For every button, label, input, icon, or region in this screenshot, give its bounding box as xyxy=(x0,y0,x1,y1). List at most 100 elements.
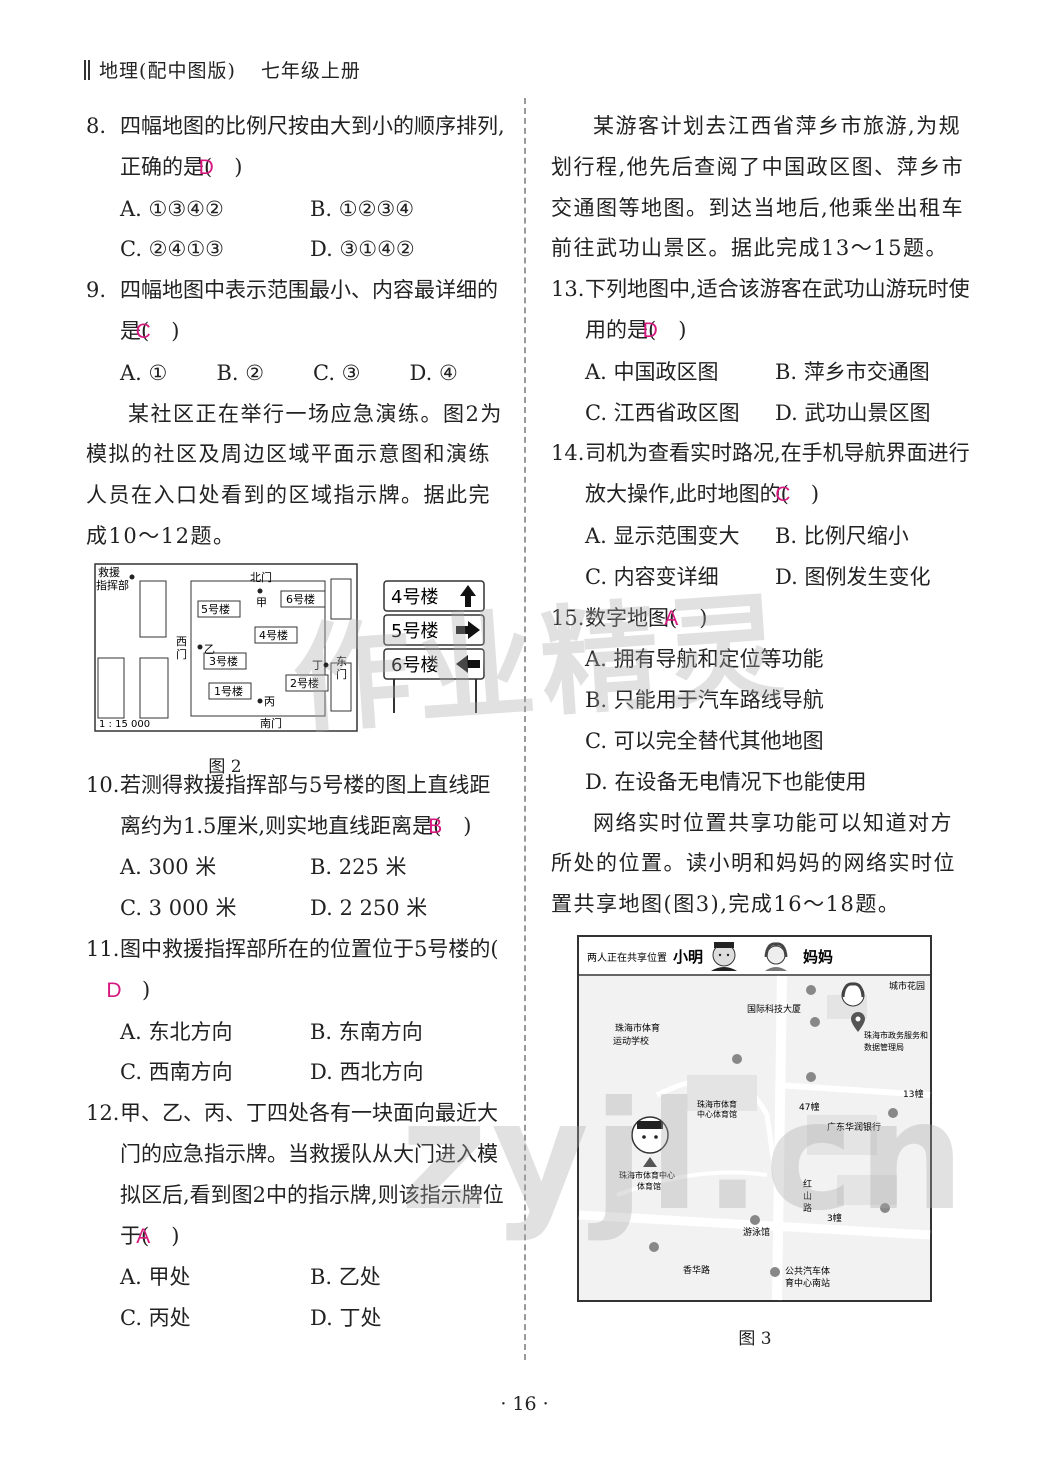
figure-2: 5号楼 6号楼 4号楼 3号楼 2号楼 1号楼 救援 指挥部 北门 甲 乙 丙 … xyxy=(94,563,506,777)
east-gate-label-2: 门 xyxy=(336,667,347,681)
person-xiaoming: 小明 xyxy=(673,948,703,966)
option-15b: B. 只能用于汽车路线导航 xyxy=(585,688,824,713)
point-jia-label: 甲 xyxy=(256,596,267,609)
point-bing-label: 丙 xyxy=(264,695,275,708)
question-10: 10.若测得救援指挥部与5号楼的图上直线距离约为1.5厘米,则实地直线距离是(B… xyxy=(86,765,506,848)
place-school-2: 运动学校 xyxy=(613,1035,649,1047)
road-label-2: 山 xyxy=(803,1191,812,1202)
answer-11: D xyxy=(106,978,122,1002)
person-mom: 妈妈 xyxy=(803,948,833,966)
header-bar xyxy=(88,60,90,80)
south-gate-label: 南门 xyxy=(260,716,282,730)
sign-building-4: 4号楼 xyxy=(391,587,438,608)
question-9: 9.四幅地图中表示范围最小、内容最详细的是(C) xyxy=(86,270,506,353)
map-pin-icon xyxy=(851,1011,865,1032)
xiaoming-location-avatar-icon xyxy=(631,1116,669,1167)
mom-location-avatar-icon xyxy=(841,982,865,1007)
building-2-label: 2号楼 xyxy=(290,676,319,690)
option-15a: A. 拥有导航和定位等功能 xyxy=(585,647,824,672)
question-14: 14.司机为查看实时路况,在手机导航界面进行放大操作,此时地图的(C) xyxy=(551,433,971,516)
page-number: · 16 · xyxy=(500,1393,549,1415)
place-gym: 珠海市体育中心 xyxy=(619,1170,675,1180)
header-book: 地理(配中图版) xyxy=(99,60,236,82)
answer-9: C xyxy=(135,319,151,343)
place-tech: 国际科技大厦 xyxy=(747,1003,801,1015)
option-15c: C. 可以完全替代其他地图 xyxy=(585,728,824,753)
community-map: 5号楼 6号楼 4号楼 3号楼 2号楼 1号楼 救援 指挥部 北门 甲 乙 丙 … xyxy=(94,563,485,732)
sign-building-5: 5号楼 xyxy=(391,621,438,642)
right-column: 某游客计划去江西省萍乡市旅游,为规划行程,他先后查阅了中国政区图、萍乡市交通图等… xyxy=(551,106,971,1360)
building-47: 47幢 xyxy=(799,1101,819,1113)
road-label-3: 路 xyxy=(803,1202,812,1214)
place-gym-2: 体育馆 xyxy=(637,1181,661,1191)
header-grade: 七年级上册 xyxy=(260,60,361,82)
place-school: 珠海市体育 xyxy=(615,1022,660,1034)
arrow-up-icon xyxy=(460,584,476,607)
figure-2-caption: 图 2 xyxy=(208,756,242,777)
place-gov-2: 数据管理局 xyxy=(864,1042,904,1052)
place-center: 珠海市体育 xyxy=(697,1099,737,1109)
west-gate-label-2: 门 xyxy=(176,647,187,661)
building-4-label: 4号楼 xyxy=(259,628,288,642)
arrow-right-icon xyxy=(456,620,480,639)
figure-3-caption: 图 3 xyxy=(738,1328,772,1349)
question-8: 8.四幅地图的比例尺按由大到小的顺序排列,正确的是(D) xyxy=(86,106,506,189)
building-6-label: 6号楼 xyxy=(286,592,315,606)
answer-10: B xyxy=(428,814,443,838)
place-pool: 游泳馆 xyxy=(743,1226,770,1238)
building-5-label: 5号楼 xyxy=(201,602,230,616)
point-yi-label: 乙 xyxy=(204,643,215,656)
place-bus: 公共汽车体 xyxy=(785,1265,830,1277)
sign-building-6: 6号楼 xyxy=(391,655,438,676)
command-label: 救援 xyxy=(98,565,120,579)
arrow-left-icon xyxy=(456,654,480,673)
answer-14: C xyxy=(775,483,791,507)
building-1-label: 1号楼 xyxy=(214,684,243,698)
answer-8: D xyxy=(198,155,214,179)
intro-16-18: 网络实时位置共享功能可以知道对方所处的位置。读小明和妈妈的网络实时位置共享地图(… xyxy=(551,810,956,917)
road-label-1: 红 xyxy=(803,1178,812,1190)
option-15d: D. 在设备无电情况下也能使用 xyxy=(585,769,867,794)
building-3-label: 3号楼 xyxy=(209,654,238,668)
location-share-map: 两人正在共享位置 小明 妈妈 xyxy=(577,934,932,1302)
answer-12: A xyxy=(136,1224,151,1248)
running-header: 地理(配中图版) 七年级上册 xyxy=(84,56,361,83)
east-gate-label: 东 xyxy=(336,655,347,668)
answer-15: A xyxy=(664,606,679,630)
question-11: 11.图中救援指挥部所在的位置位于5号楼的(D) xyxy=(86,929,506,1012)
building-3: 3幢 xyxy=(827,1212,842,1224)
boy-avatar-icon xyxy=(711,941,737,971)
point-ding-label: 丁 xyxy=(312,659,323,672)
intro-10-12: 某社区正在举行一场应急演练。图2为模拟的社区及周边区域平面示意图和演练人员在入口… xyxy=(86,401,503,548)
scale-label: 1 : 15 000 xyxy=(99,719,150,730)
road-xianghua: 香华路 xyxy=(683,1264,710,1276)
place-gov: 珠海市政务服务和 xyxy=(864,1030,928,1040)
share-status-text: 两人正在共享位置 xyxy=(587,951,667,964)
west-gate-label: 西 xyxy=(176,635,187,648)
column-divider xyxy=(524,98,526,1360)
question-12: 12.甲、乙、丙、丁四处各有一块面向最近大门的应急指示牌。当救援队从大门进入模拟… xyxy=(86,1093,506,1257)
question-15: 15.数字地图(A) xyxy=(551,598,971,640)
header-bar xyxy=(84,60,86,80)
place-garden: 城市花园 xyxy=(889,980,925,992)
mom-avatar-icon xyxy=(764,942,788,971)
figure-3: 两人正在共享位置 小明 妈妈 xyxy=(577,934,971,1360)
north-gate-label: 北门 xyxy=(250,570,272,584)
answer-13: D xyxy=(642,318,658,342)
question-13: 13.下列地图中,适合该游客在武功山游玩时使用的是(D) xyxy=(551,269,971,352)
place-center-2: 中心体育馆 xyxy=(697,1109,737,1119)
building-13: 13幢 xyxy=(903,1088,923,1100)
